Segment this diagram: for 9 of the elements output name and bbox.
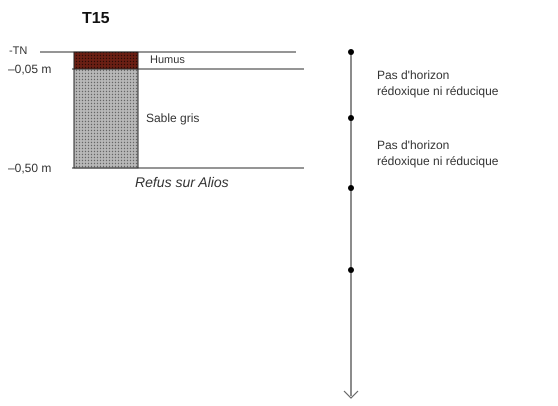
depth-label: –0,50 m: [8, 162, 52, 174]
layer-label: Humus: [150, 55, 185, 66]
note-text: Pas d'horizon rédoxique ni réducique: [377, 137, 500, 170]
layer-label: Refus sur Alios: [135, 175, 229, 189]
depth-label: -TN: [9, 46, 28, 57]
title: T15: [82, 11, 110, 27]
note-text: Pas d'horizon rédoxique ni réducique: [377, 67, 500, 100]
layer-label: Sable gris: [146, 112, 200, 124]
depth-label: –0,05 m: [8, 63, 52, 75]
